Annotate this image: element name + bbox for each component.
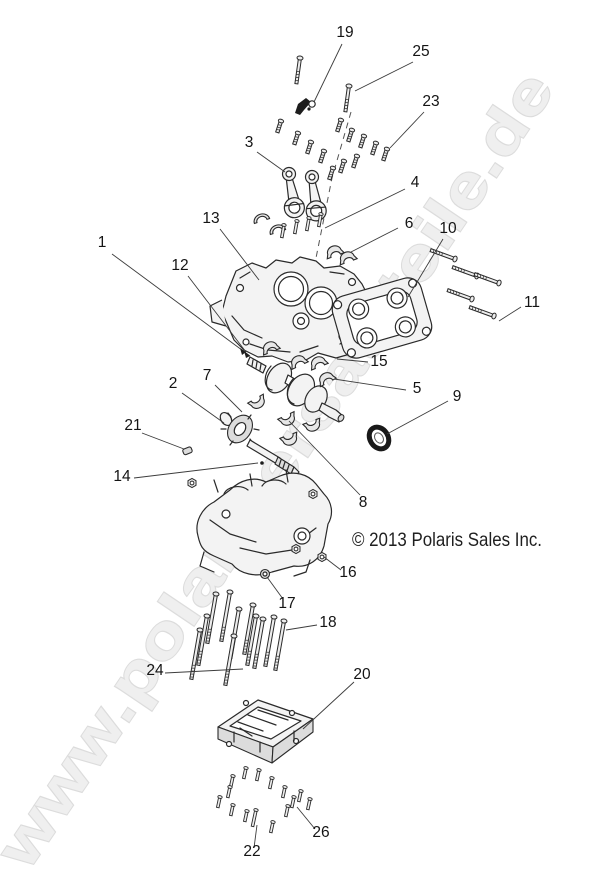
callout-12: 12	[171, 257, 188, 274]
upper-crankcase-drawing	[209, 256, 372, 363]
callout-25: 25	[412, 43, 429, 60]
callout-6: 6	[405, 215, 414, 232]
callout-19: 19	[336, 24, 353, 41]
callout-26: 26	[312, 824, 329, 841]
callout-13: 13	[202, 210, 219, 227]
balance-shaft-drawing	[219, 411, 300, 477]
callout-10: 10	[439, 220, 457, 237]
crankshaft-drawing	[246, 356, 345, 423]
callout-2: 2	[169, 375, 178, 392]
callout-21: 21	[124, 417, 141, 434]
oil-pan-drawing	[217, 699, 314, 764]
alignment-dashed-line	[308, 111, 352, 301]
callout-23: 23	[422, 93, 439, 110]
callout-18: 18	[319, 614, 336, 631]
callout-1: 1	[98, 234, 107, 251]
callout-24: 24	[146, 662, 164, 679]
top-bracket-drawing	[295, 98, 316, 115]
callout-11: 11	[524, 294, 540, 311]
callout-20: 20	[353, 666, 371, 683]
callout-17: 17	[278, 595, 295, 612]
callout-labels: 1 2 3 4 5 6 7 8 9 10 11 12 13 14 15 16 1…	[98, 24, 540, 860]
callout-15: 15	[370, 353, 387, 370]
leader-lines	[111, 43, 522, 849]
callout-4: 4	[411, 174, 420, 191]
dowel-pin-drawing	[182, 446, 193, 456]
callout-8: 8	[359, 494, 368, 511]
callout-7: 7	[203, 367, 212, 384]
callout-22: 22	[243, 843, 260, 860]
callout-16: 16	[339, 564, 356, 581]
bearing-plate-drawing	[331, 277, 433, 359]
callout-14: 14	[113, 468, 131, 485]
callout-3: 3	[245, 134, 254, 151]
crank-seal-drawing	[366, 424, 392, 452]
copyright-text: © 2013 Polaris Sales Inc.	[352, 529, 542, 551]
callout-9: 9	[453, 388, 462, 405]
callout-5: 5	[413, 380, 422, 397]
pin-drawing	[260, 461, 264, 465]
plug-drawing	[259, 568, 271, 580]
